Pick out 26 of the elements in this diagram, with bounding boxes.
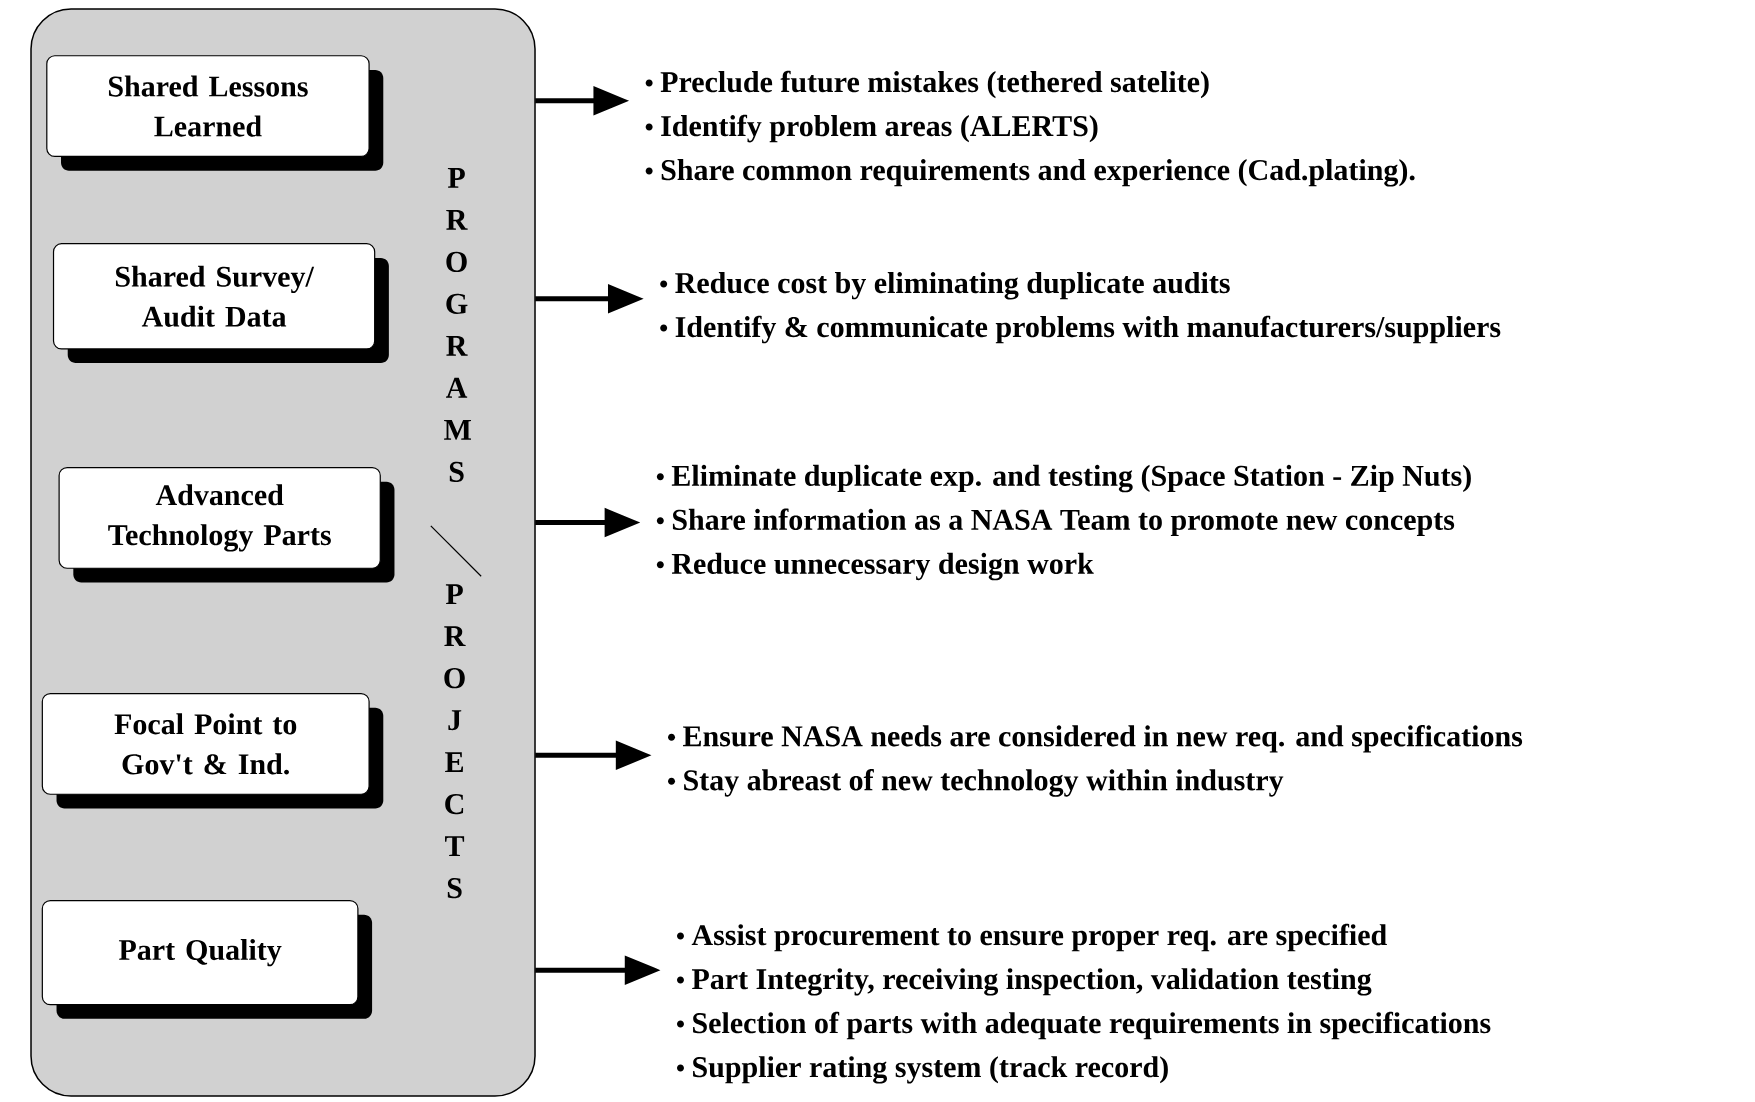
node-label: Identify & communicate problems with manufacturers/suppliers [675, 315, 1501, 344]
vertical-label: PROGRAMS [444, 168, 471, 482]
process-box: Advanced Technology Parts [58, 466, 395, 583]
bullet-list: Eliminate duplicate exp. and testing (Space Station - Zip Nuts) Share information as a NASA Team to promote new concepts Reduce unnecessary design work [656, 464, 1471, 581]
process-box: Part Quality [41, 900, 373, 1019]
process-box: Focal Point to Gov't & Ind. [41, 692, 384, 809]
bullet-list: Assist procurement to ensure proper req. are specified Part Integrity, receiving inspection, validation testing Selection of parts with adequate requirements in specifications Supplier rating system (track record) [676, 923, 1491, 1084]
node-label: Stay abreast of new technology within industry [684, 769, 1284, 797]
node-label: Identify problem areas (ALERTS) [661, 114, 1098, 143]
node-label: Assist procurement to ensure proper req. are specified [691, 923, 1387, 952]
node-label: Eliminate duplicate exp. and testing (Space Station - Zip Nuts) [671, 464, 1471, 493]
bullet-list: Ensure NASA needs are considered in new req. and specifications Stay abreast of new technology within industry [668, 725, 1523, 797]
node-label: Preclude future mistakes (tethered satelite) [660, 70, 1209, 99]
node-label: Reduce unnecessary design work [671, 552, 1094, 581]
node-label: Share common requirements and experience (Cad.plating). [661, 159, 1415, 187]
process-box: Shared Lessons Learned [46, 55, 384, 171]
vertical-label: PROJECTS [444, 584, 466, 899]
bullet-list: Preclude future mistakes (tethered satelite) Identify problem areas (ALERTS) Share common requirements and experience (Cad.plating). [645, 70, 1415, 187]
process-box: Shared Survey/ Audit Data [52, 243, 389, 364]
node-label: Selection of parts with adequate requirements in specifications [693, 1011, 1491, 1040]
node-label: Ensure NASA needs are considered in new req. and specifications [683, 725, 1523, 753]
bullet-list: Reduce cost by eliminating duplicate audits Identify & communicate problems with manufacturers/suppliers [660, 272, 1501, 344]
node-label: Share information as a NASA Team to promote new concepts [672, 508, 1455, 537]
node-label: Reduce cost by eliminating duplicate audits [675, 272, 1230, 300]
node-label: Part Integrity, receiving inspection, validation testing [691, 968, 1372, 996]
node-label: Supplier rating system (track record) [693, 1056, 1168, 1084]
